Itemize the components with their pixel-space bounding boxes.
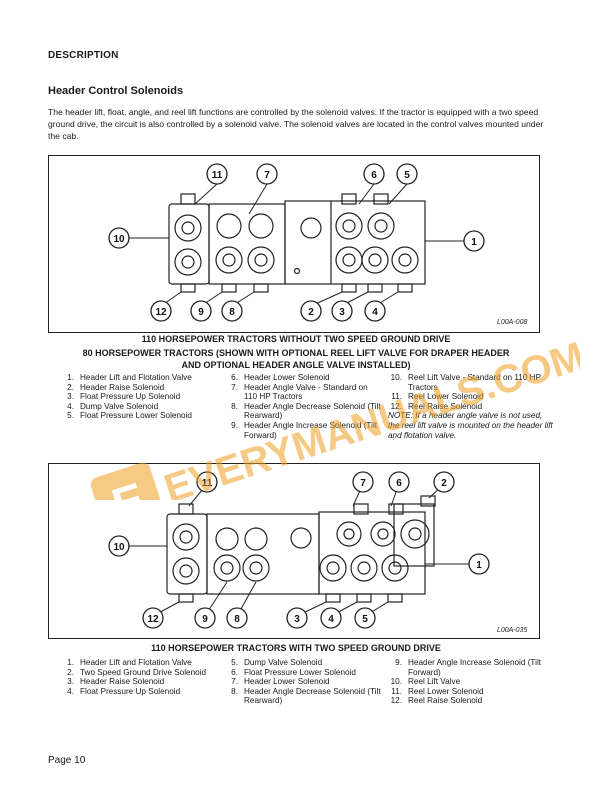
svg-text:9: 9 [198, 307, 204, 318]
svg-text:10: 10 [113, 234, 125, 245]
figure-2-code: L00A-035 [497, 627, 527, 634]
callout-10 [108, 227, 130, 249]
figure-2-legend-col-3: 9.Header Angle Increase Solenoid (Tilt F… [386, 658, 554, 706]
svg-text:11: 11 [202, 478, 213, 489]
svg-text:1: 1 [471, 237, 477, 248]
figure-1-note: NOTE: If a header angle valve is not use… [388, 411, 553, 440]
figure-1-legend-col-3: 10.Reel Lift Valve - Standard on 110 HP … [386, 373, 554, 440]
legend-item: 3.Header Raise Solenoid [67, 677, 165, 687]
svg-text:8: 8 [234, 614, 240, 625]
legend-item: 11.Reel Lower Solenoid [391, 392, 484, 402]
legend-item: 5.Dump Valve Solenoid [231, 658, 323, 667]
callout-5 [396, 163, 418, 185]
svg-text:5: 5 [404, 170, 410, 181]
legend-item: 7.Header Angle Valve - Standard on 110 H… [231, 382, 368, 402]
section-title: DESCRIPTION [48, 50, 119, 61]
svg-text:5: 5 [362, 614, 368, 625]
svg-text:4: 4 [328, 614, 334, 625]
figure-1-legend-col-1: 1.Header Lift and Flotation Valve 2.Head… [58, 373, 218, 421]
callout-11 [206, 163, 228, 185]
legend-item: 10.Reel Lift Valve [390, 677, 461, 687]
svg-text:11: 11 [212, 170, 223, 181]
legend-item: 4.Float Pressure Up Solenoid [67, 686, 181, 696]
callout-2 [300, 300, 322, 322]
svg-text:4: 4 [372, 307, 378, 318]
svg-text:2: 2 [308, 307, 314, 318]
legend-item: 10.Reel Lift Valve - Standard on 110 HP … [390, 373, 541, 392]
figure-1-code: L00A-008 [497, 319, 527, 326]
legend-item: 2.Two Speed Ground Drive Solenoid [67, 667, 207, 677]
svg-text:8: 8 [229, 307, 235, 318]
figure-1-drawing: 1 2 3 4 5 6 7 8 9 10 11 12 L00A-008 [108, 163, 527, 326]
svg-text:12: 12 [147, 614, 159, 625]
legend-item: 8.Header Angle Decrease Solenoid (Tilt R… [231, 686, 381, 706]
legend-item: 3.Float Pressure Up Solenoid [67, 392, 181, 402]
callout-9 [190, 300, 212, 322]
legend-item: 2.Header Raise Solenoid [67, 382, 165, 392]
figure-2-legend-col-2: 5.Dump Valve Solenoid 6.Float Pressure L… [222, 658, 382, 706]
legend-item: 6.Float Pressure Lower Solenoid [231, 667, 356, 677]
callout-7 [256, 163, 278, 185]
svg-text:6: 6 [396, 478, 402, 489]
figure-2-caption: 110 HORSEPOWER TRACTORS WITH TWO SPEED G… [151, 643, 441, 653]
figure-2-valve-diagram: 1 2 3 4 5 6 7 8 9 10 11 12 L00A-035 [48, 463, 540, 639]
svg-text:12: 12 [155, 307, 167, 318]
legend-item: 8.Header Angle Decrease Solenoid (Tilt R… [231, 401, 381, 421]
svg-text:1: 1 [476, 560, 482, 571]
svg-text:9: 9 [202, 614, 208, 625]
svg-text:3: 3 [339, 307, 345, 318]
figure-1-caption-2: 80 HORSEPOWER TRACTORS (SHOWN WITH OPTIO… [82, 348, 510, 358]
legend-item: 12.Reel Raise Solenoid [390, 696, 483, 706]
svg-text:7: 7 [264, 170, 270, 181]
callout-1 [463, 230, 485, 252]
legend-item: 9.Header Angle Increase Solenoid (Tilt F… [395, 658, 542, 677]
figure-1-caption-1: 110 HORSEPOWER TRACTORS WITHOUT TWO SPEE… [141, 334, 451, 344]
legend-item: 1.Header Lift and Flotation Valve [67, 373, 192, 382]
legend-item: 11.Reel Lower Solenoid [391, 686, 484, 696]
svg-text:6: 6 [371, 170, 377, 181]
intro-paragraph: The header lift, float, angle, and reel … [48, 107, 544, 141]
svg-text:2: 2 [441, 478, 447, 489]
figure-2-drawing: 1 2 3 4 5 6 7 8 9 10 11 12 L00A-035 [108, 471, 527, 634]
legend-item: 6.Header Lower Solenoid [231, 373, 330, 382]
legend-item: 1.Header Lift and Flotation Valve [67, 658, 192, 667]
callout-12 [150, 300, 172, 322]
page-subheading: Header Control Solenoids [48, 85, 184, 97]
legend-item: 4.Dump Valve Solenoid [67, 401, 159, 411]
callout-4 [364, 300, 386, 322]
figure-2-legend-col-1: 1.Header Lift and Flotation Valve 2.Two … [58, 658, 218, 696]
legend-item: 12.Reel Raise Solenoid [390, 401, 483, 411]
page-number: Page 10 [48, 755, 86, 766]
callout-8 [221, 300, 243, 322]
legend-item: 9.Header Angle Increase Solenoid (Tilt F… [231, 420, 378, 440]
legend-item: 7.Header Lower Solenoid [231, 677, 330, 687]
figure-1-caption-3: AND OPTIONAL HEADER ANGLE VALVE INSTALLE… [181, 360, 411, 370]
svg-text:7: 7 [360, 478, 366, 489]
svg-text:3: 3 [294, 614, 300, 625]
callout-6 [363, 163, 385, 185]
figure-1-valve-diagram: 1 2 3 4 5 6 7 8 9 10 11 12 L00A-008 [48, 155, 540, 333]
svg-text:10: 10 [113, 542, 125, 553]
figure-1-legend-col-2: 6.Header Lower Solenoid 7.Header Angle V… [222, 373, 382, 440]
callout-3 [331, 300, 353, 322]
legend-item: 5.Float Pressure Lower Solenoid [67, 411, 192, 421]
